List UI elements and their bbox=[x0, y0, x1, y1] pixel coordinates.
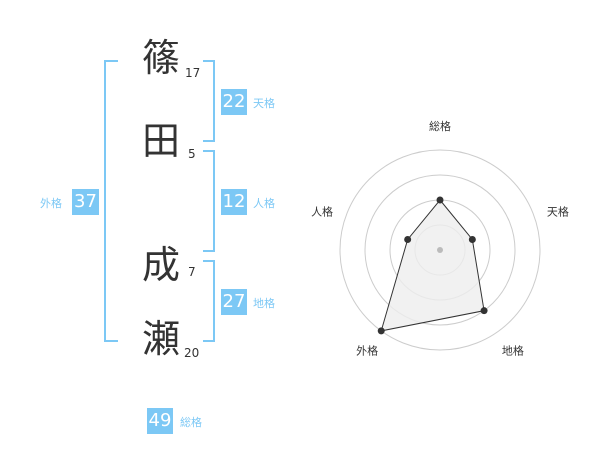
name-char-2: 田 bbox=[142, 119, 181, 163]
radar-point-4 bbox=[377, 327, 385, 335]
tenkaku-label: 天格 bbox=[253, 97, 275, 110]
stroke-count-4: 20 bbox=[184, 346, 200, 360]
radar-axis-label-3: 地格 bbox=[502, 343, 524, 357]
jinkaku-label: 人格 bbox=[253, 197, 275, 210]
gaikaku-bracket bbox=[104, 60, 118, 342]
stroke-count-3: 7 bbox=[188, 265, 196, 279]
radar-area bbox=[380, 199, 485, 332]
chikaku-label: 地格 bbox=[253, 297, 275, 310]
radar-axis-label-5: 人格 bbox=[311, 205, 333, 219]
radar-center bbox=[437, 247, 443, 253]
tenkaku-bracket bbox=[203, 60, 215, 142]
jinkaku-value-badge: 12 bbox=[221, 189, 247, 215]
chikaku-value-badge: 27 bbox=[221, 289, 247, 315]
radar-axis-label-4: 外格 bbox=[356, 343, 378, 357]
radar-axis-label-2: 天格 bbox=[547, 205, 569, 219]
radar-ring bbox=[339, 149, 541, 351]
gaikaku-label: 外格 bbox=[40, 197, 62, 210]
radar-point-3 bbox=[480, 307, 488, 315]
stroke-count-2: 5 bbox=[188, 147, 196, 161]
radar-point-5 bbox=[404, 235, 412, 243]
soukaku-label: 総格 bbox=[180, 416, 202, 429]
radar-point-2 bbox=[468, 235, 476, 243]
radar-ring bbox=[364, 174, 516, 326]
radar-axis-label-1: 総格 bbox=[429, 119, 451, 133]
tenkaku-value-badge: 22 bbox=[221, 89, 247, 115]
radar-point-1 bbox=[436, 196, 444, 204]
stroke-count-1: 17 bbox=[185, 66, 201, 80]
jinkaku-bracket bbox=[203, 150, 215, 252]
gaikaku-value-badge: 37 bbox=[72, 189, 99, 215]
name-char-3: 成 bbox=[142, 243, 181, 287]
name-char-4: 瀬 bbox=[142, 317, 181, 361]
name-char-1: 篠 bbox=[142, 36, 181, 80]
chikaku-bracket bbox=[203, 260, 215, 342]
soukaku-value-badge: 49 bbox=[147, 408, 173, 434]
